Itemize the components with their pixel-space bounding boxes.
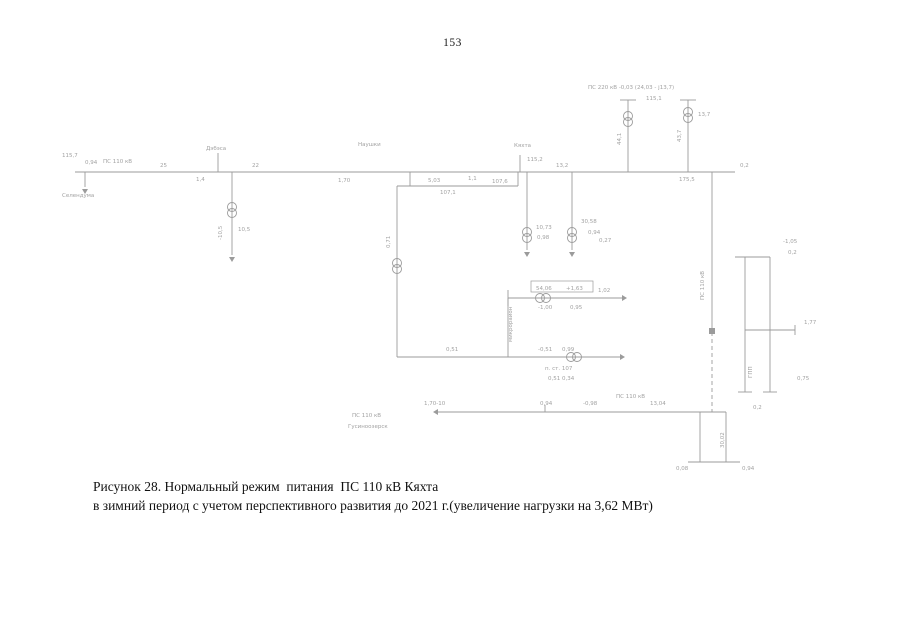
diagram-label: 43,7	[677, 129, 683, 142]
diagram-label: 115,2	[527, 157, 543, 163]
diagram-label: 5,03	[428, 178, 441, 184]
diagram-label: Дэбэса	[206, 146, 226, 152]
diagram-label: ПС 220 кВ -0,03 (24,03 - j13,7)	[588, 85, 674, 91]
diagram-label: -0,98	[583, 401, 598, 407]
transformer-icon	[567, 227, 577, 237]
page-number: 153	[443, 37, 462, 49]
diagram-label: 115,7	[62, 153, 78, 159]
transformer-icon	[566, 352, 576, 362]
diagram-label: ПС 110 кВ	[352, 413, 381, 419]
transformer-icon	[541, 293, 551, 303]
figure-caption-line1: Рисунок 28. Нормальный режим питания ПС …	[93, 479, 439, 494]
diagram-label: 0,71	[386, 236, 392, 248]
diagram-label: 0,98	[537, 235, 550, 241]
diagram-label: 0,2	[753, 405, 762, 411]
diagram-label: 13,7	[698, 112, 711, 118]
diagram-label: 0,2	[740, 163, 749, 169]
transformer-icon	[535, 293, 545, 303]
transformer-icon	[567, 233, 577, 243]
diagram-label: Кяхта	[514, 143, 531, 149]
diagram-label: ПС 110 кВ	[616, 394, 645, 400]
load-arrow-icon	[620, 354, 625, 360]
diagram-label: 54,06	[536, 286, 552, 292]
diagram-label: 1,02	[598, 288, 610, 294]
transformer-icon	[572, 352, 582, 362]
diagram-label: Селендума	[62, 193, 94, 199]
label-box	[530, 280, 594, 293]
transformer-icon	[623, 117, 633, 127]
diagram-label: 30,58	[581, 219, 597, 225]
diagram-label: 0,08	[676, 466, 689, 472]
transformer-icon	[683, 107, 693, 117]
diagram-label: 1,4	[196, 177, 205, 183]
diagram-label: 0,94	[540, 401, 553, 407]
diagram-label: 0,94	[85, 160, 98, 166]
transformer-icon	[522, 227, 532, 237]
diagram-label: 22	[252, 163, 259, 169]
diagram-label: 0,51 0,34	[548, 376, 575, 382]
diagram-label: 1,70	[338, 178, 351, 184]
diagram-label: 0,51	[446, 347, 458, 353]
transformer-icon	[392, 264, 402, 274]
diagram-label: +1,63	[566, 286, 583, 292]
transformer-icon	[623, 111, 633, 121]
figure-caption: Рисунок 28. Нормальный режим питания ПС …	[93, 477, 653, 515]
load-arrow-icon	[433, 409, 438, 415]
diagram-label: 10,73	[536, 225, 552, 231]
diagram-label: 0,27	[599, 238, 612, 244]
diagram-label: 30,02	[720, 432, 726, 448]
diagram-label: 0,99	[562, 347, 575, 353]
transformer-icon	[522, 233, 532, 243]
diagram-label: -10,5	[218, 225, 224, 240]
diagram-label: 0,2	[788, 250, 797, 256]
diagram-label: Гусиноозерск	[348, 424, 388, 430]
load-arrow-icon	[229, 257, 235, 262]
diagram-label: 0,75	[797, 376, 810, 382]
diagram-label: -1,00	[538, 305, 553, 311]
diagram-label: 0,95	[570, 305, 583, 311]
diagram-label: 25	[160, 163, 167, 169]
diagram-label: п. ст. 107	[545, 366, 573, 372]
diagram-label: 115,1	[646, 96, 662, 102]
diagram-label: 1,77	[804, 320, 817, 326]
diagram-label: 0,94	[742, 466, 755, 472]
diagram-label: 1,1	[468, 176, 477, 182]
load-arrow-icon	[622, 295, 627, 301]
transformer-icon	[227, 208, 237, 218]
diagram-label: 10,5	[238, 227, 251, 233]
diagram-label: 44,1	[617, 133, 623, 145]
diagram-label: 175,5	[679, 177, 695, 183]
figure-caption-line2: в зимний период с учетом перспективного …	[93, 498, 653, 513]
diagram-label: 1,70-10	[424, 401, 446, 407]
diagram-label: 13,2	[556, 163, 568, 169]
diagram-label: ГПП	[748, 366, 754, 378]
diagram-label: ПС 110 кВ	[700, 271, 706, 300]
diagram-label: -1,05	[783, 239, 798, 245]
diagram-label: -0,51	[538, 347, 552, 353]
diagram-label: Наушки	[358, 142, 381, 148]
diagram-label: 13,04	[650, 401, 666, 407]
load-arrow-icon	[569, 252, 575, 257]
diagram-label: 107,1	[440, 190, 456, 196]
diagram-label: 0,94	[588, 230, 601, 236]
load-arrow-icon	[82, 189, 88, 194]
diagram-label: микрорайон	[507, 306, 514, 342]
transformer-icon	[392, 258, 402, 268]
transformer-icon	[683, 113, 693, 123]
load-arrow-icon	[524, 252, 530, 257]
transformer-icon	[227, 202, 237, 212]
diagram-label: 107,6	[492, 179, 508, 185]
junction-square-icon	[709, 328, 715, 334]
diagram-label: ПС 110 кВ	[103, 159, 132, 165]
